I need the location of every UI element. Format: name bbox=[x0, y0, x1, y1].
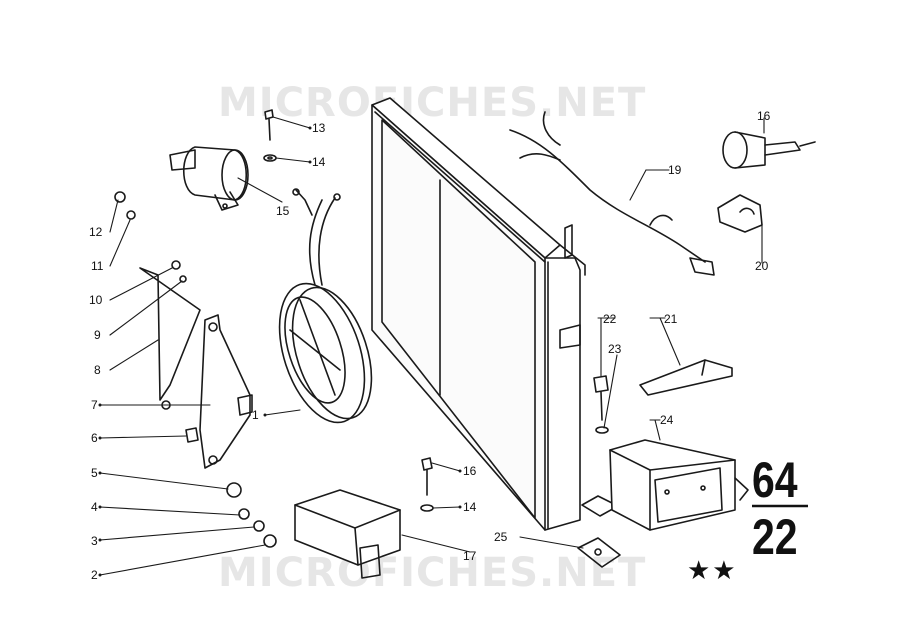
callout-dots bbox=[98, 126, 462, 577]
callout-20: 20 bbox=[755, 259, 769, 273]
callout-7: 7 bbox=[91, 398, 98, 412]
section-group-number: 64 bbox=[752, 452, 798, 508]
callout-16-top: 16 bbox=[757, 109, 771, 123]
callout-3: 3 bbox=[91, 534, 98, 548]
box-24-drawing bbox=[609, 439, 749, 531]
callout-5: 5 bbox=[91, 466, 98, 480]
bracket-25-drawing bbox=[577, 537, 621, 568]
callout-labels: 1 2 3 4 5 6 7 8 9 10 11 12 13 14 15 16 1… bbox=[89, 109, 771, 582]
callout-17: 17 bbox=[463, 549, 477, 563]
strap-21-drawing bbox=[639, 359, 733, 396]
leader-lines bbox=[99, 116, 765, 576]
callout-24: 24 bbox=[660, 413, 674, 427]
fasteners-left-drawing bbox=[114, 191, 277, 548]
callout-23: 23 bbox=[608, 342, 622, 356]
screw-16-drawing bbox=[420, 457, 434, 512]
radiator-drawing bbox=[371, 97, 586, 531]
clip-20-drawing bbox=[717, 194, 763, 233]
callout-16-bottom: 16 bbox=[463, 464, 477, 478]
callout-2: 2 bbox=[91, 568, 98, 582]
callout-10: 10 bbox=[89, 293, 103, 307]
callout-9: 9 bbox=[94, 328, 101, 342]
callout-6: 6 bbox=[91, 431, 98, 445]
callout-12: 12 bbox=[89, 225, 103, 239]
sensor-drawing bbox=[722, 131, 816, 169]
callout-8: 8 bbox=[94, 363, 101, 377]
section-subgroup-number: 22 bbox=[752, 509, 798, 565]
callout-13: 13 bbox=[312, 121, 326, 135]
callout-1: 1 bbox=[252, 408, 259, 422]
callout-15: 15 bbox=[276, 204, 290, 218]
rating-stars: ★★ bbox=[687, 556, 738, 586]
callout-14-bottom: 14 bbox=[463, 500, 477, 514]
watermark-bottom: MICROFICHES.NET bbox=[218, 550, 647, 596]
watermark-top: MICROFICHES.NET bbox=[218, 80, 647, 126]
callout-14-top: 14 bbox=[312, 155, 326, 169]
callout-21: 21 bbox=[664, 312, 678, 326]
callout-19: 19 bbox=[668, 163, 682, 177]
module-17-drawing bbox=[294, 489, 401, 579]
relay-drawing bbox=[169, 146, 249, 211]
callout-11: 11 bbox=[91, 259, 104, 273]
callout-4: 4 bbox=[91, 500, 98, 514]
callout-22: 22 bbox=[603, 312, 617, 326]
bracket-drawing bbox=[139, 267, 253, 469]
callout-25: 25 bbox=[494, 530, 508, 544]
fan-drawing bbox=[278, 188, 373, 424]
harness-19-drawing bbox=[509, 111, 715, 276]
